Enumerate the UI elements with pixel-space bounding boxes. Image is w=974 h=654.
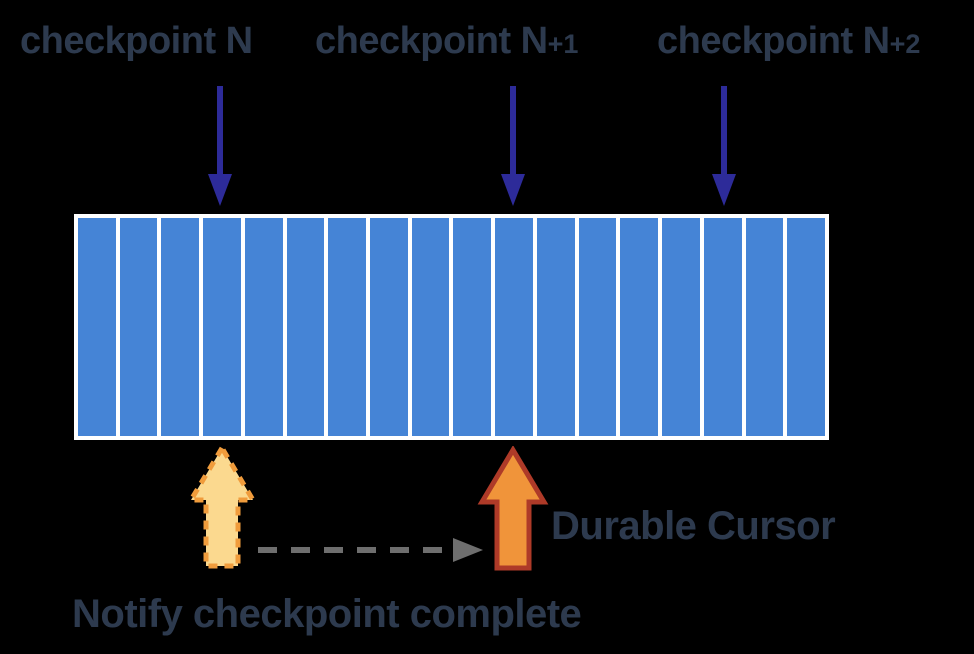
checkpoint-n-label-text: checkpoint N [20,20,253,62]
log-segment [495,218,533,436]
log-segment [662,218,700,436]
log-bar [74,214,829,440]
checkpoint-n1-label-text: checkpoint N [315,20,548,62]
log-segment [745,218,784,436]
notify-checkpoint-complete-label: Notify checkpoint complete [72,592,582,636]
checkpoint-n2-label: checkpoint N+2 [657,20,920,64]
checkpoint-n1-down-arrow-icon [501,86,525,206]
log-segment [244,218,283,436]
checkpoint-n2-label-suffix: +2 [889,29,921,59]
log-segment [328,218,367,436]
checkpoint-n2-label-text: checkpoint N [657,20,890,62]
log-segment [411,218,450,436]
log-segment [119,218,158,436]
checkpoint-n-down-arrow-icon [208,86,232,206]
checkpoint-n1-label-suffix: +1 [547,29,579,59]
log-segment [370,218,408,436]
durable-cursor-label: Durable Cursor [551,504,836,548]
notify-checkpoint-up-arrow-icon [186,444,258,569]
checkpoint-n-label: checkpoint N [20,20,253,64]
checkpoint-n1-label: checkpoint N+1 [315,20,578,64]
log-segment [578,218,617,436]
log-segment [536,218,575,436]
checkpoint-n2-down-arrow-icon [712,86,736,206]
log-segment [453,218,492,436]
durable-cursor-up-arrow-icon [477,446,549,571]
log-segment [620,218,659,436]
cursor-move-dashed-arrow-icon [258,538,483,562]
log-segment [787,218,825,436]
log-segment [703,218,742,436]
log-segment [203,218,241,436]
log-segment [161,218,200,436]
log-segment [78,218,116,436]
log-segment [286,218,325,436]
